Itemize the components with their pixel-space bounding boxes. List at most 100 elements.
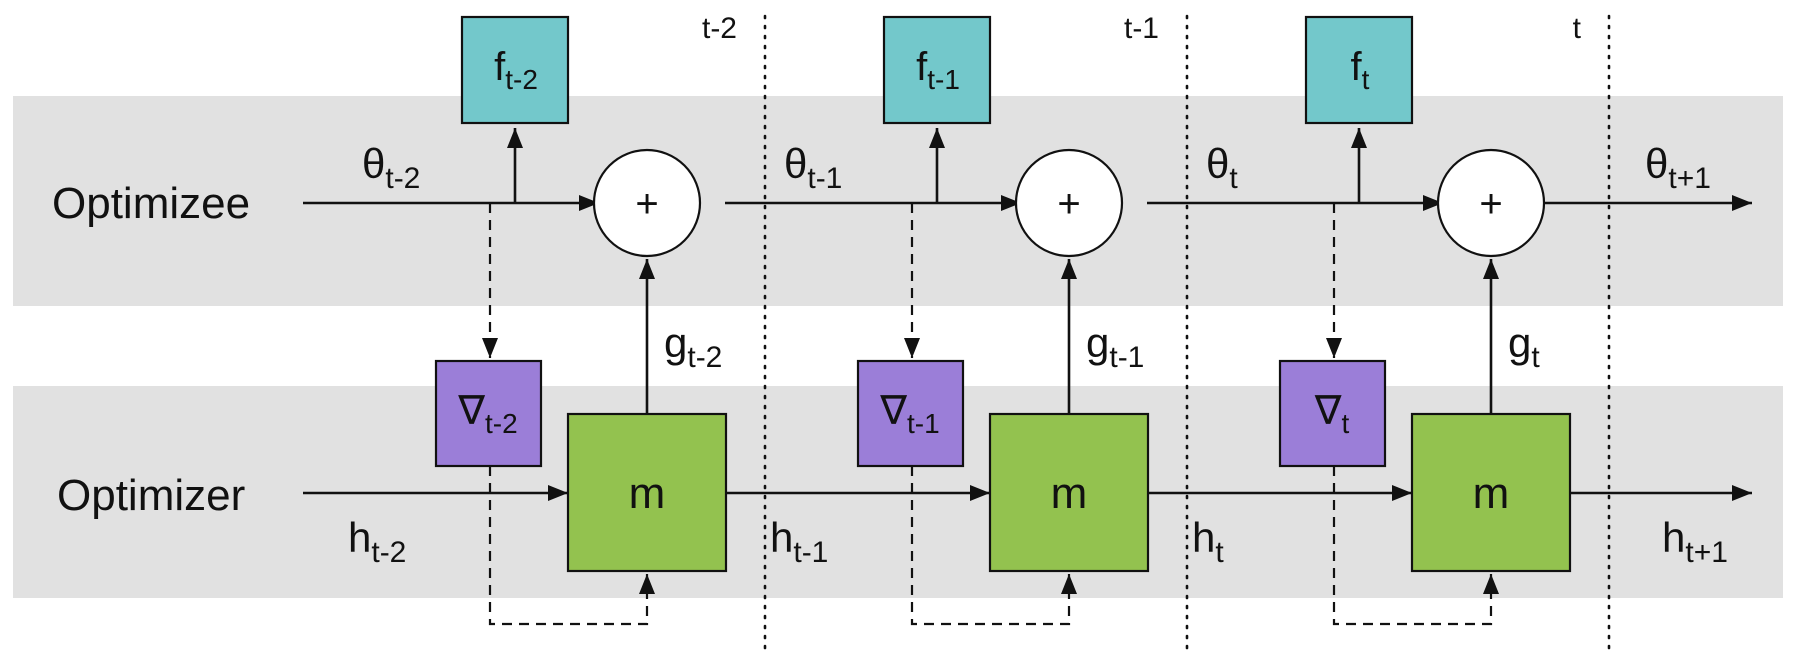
connections bbox=[303, 128, 1752, 626]
grad-feedback-dashed-line bbox=[488, 466, 649, 626]
gradient-label-sub: t-1 bbox=[907, 408, 940, 439]
optimizee-row-label: Optimizee bbox=[52, 179, 250, 228]
gradient-label: ∇t-2 bbox=[457, 389, 517, 439]
theta-out-label: θt+1 bbox=[1645, 140, 1711, 195]
gradient-label-sub: t bbox=[1341, 408, 1349, 439]
theta-out-label-base: θ bbox=[1645, 140, 1668, 187]
arrow-head bbox=[1423, 195, 1443, 211]
update-label-base: g bbox=[1508, 319, 1531, 366]
plus-symbol: + bbox=[1057, 182, 1080, 226]
optimizer-module-box bbox=[1410, 412, 1572, 573]
plus-node bbox=[1014, 148, 1124, 258]
arrow-head bbox=[639, 259, 655, 279]
step-label: t bbox=[1573, 12, 1582, 45]
theta-label: θt-2 bbox=[362, 140, 420, 195]
arrow-head bbox=[1061, 259, 1077, 279]
step-label: t-1 bbox=[1124, 12, 1159, 45]
arrow-head bbox=[1732, 485, 1752, 501]
optimizer-module-box bbox=[566, 412, 728, 573]
arrow-head bbox=[1061, 574, 1077, 594]
loss-label: ft bbox=[1351, 45, 1370, 95]
update-label-sub: t-2 bbox=[687, 341, 722, 374]
hidden-state-label-base: h bbox=[1192, 514, 1215, 561]
update-label: gt bbox=[1508, 319, 1540, 374]
theta-label: θt-1 bbox=[784, 140, 842, 195]
update-label-sub: t bbox=[1531, 341, 1540, 374]
gradient-label-base: ∇ bbox=[879, 389, 907, 433]
plus-node bbox=[592, 148, 702, 258]
arrow-head bbox=[482, 338, 498, 358]
hidden-state-label: ht-2 bbox=[348, 514, 406, 569]
gradient-label-sub: t-2 bbox=[485, 408, 518, 439]
arrow-head bbox=[1732, 195, 1752, 211]
theta-label-base: θ bbox=[362, 140, 385, 187]
arrow-head bbox=[1483, 259, 1499, 279]
theta-label-sub: t-2 bbox=[385, 162, 420, 195]
hidden-state-label: ht bbox=[1192, 514, 1224, 569]
hidden-state-label-sub: t bbox=[1215, 536, 1224, 569]
hidden-state-out-label-sub: t+1 bbox=[1685, 536, 1728, 569]
update-label: gt-2 bbox=[664, 319, 722, 374]
update-label-base: g bbox=[664, 319, 687, 366]
plus-symbol: + bbox=[1479, 182, 1502, 226]
loss-label-base: f bbox=[494, 45, 506, 89]
arrow-head bbox=[1351, 128, 1367, 148]
theta-label-sub: t-1 bbox=[807, 162, 842, 195]
update-label-base: g bbox=[1086, 319, 1109, 366]
theta-out-label-sub: t+1 bbox=[1668, 162, 1711, 195]
arrow-head bbox=[929, 128, 945, 148]
plus-symbol: + bbox=[635, 182, 658, 226]
labels: ft-2+∇t-2mθt-2ht-2gt-2t-2ft-1+∇t-1mθt-1h… bbox=[348, 12, 1728, 569]
arrow-head bbox=[639, 574, 655, 594]
loss-box bbox=[1304, 15, 1414, 125]
arrow-head bbox=[904, 338, 920, 358]
optimizer-module-label: m bbox=[629, 469, 666, 518]
gradient-label-base: ∇ bbox=[1314, 389, 1342, 433]
theta-label-sub: t bbox=[1229, 162, 1238, 195]
hidden-state-out-label: ht+1 bbox=[1662, 514, 1728, 569]
arrow-head bbox=[507, 128, 523, 148]
step-label: t-2 bbox=[702, 12, 737, 45]
theta-label-base: θ bbox=[784, 140, 807, 187]
theta-label-base: θ bbox=[1206, 140, 1229, 187]
optimizer-module-label: m bbox=[1051, 469, 1088, 518]
hidden-state-label-sub: t-1 bbox=[793, 536, 828, 569]
gradient-label: ∇t-1 bbox=[879, 389, 939, 439]
loss-label-base: f bbox=[916, 45, 928, 89]
loss-label-base: f bbox=[1351, 45, 1363, 89]
arrow-head bbox=[1392, 485, 1412, 501]
update-label-sub: t-1 bbox=[1109, 341, 1144, 374]
nodes bbox=[434, 15, 1752, 594]
arrow-head bbox=[1001, 195, 1021, 211]
loss-box bbox=[460, 15, 570, 125]
hidden-state-label-sub: t-2 bbox=[371, 536, 406, 569]
loss-label-sub: t bbox=[1362, 64, 1370, 95]
arrow-head bbox=[1483, 574, 1499, 594]
loss-label-sub: t-1 bbox=[927, 64, 960, 95]
loss-label: ft-2 bbox=[494, 45, 538, 95]
plus-node bbox=[1436, 148, 1546, 258]
gradient-label-base: ∇ bbox=[457, 389, 485, 433]
gradient-box bbox=[856, 359, 965, 468]
update-label: gt-1 bbox=[1086, 319, 1144, 374]
arrow-head bbox=[1326, 338, 1342, 358]
gradient-box bbox=[434, 359, 543, 468]
grad-feedback-dashed-line bbox=[1332, 466, 1493, 626]
hidden-state-label: ht-1 bbox=[770, 514, 828, 569]
loss-label-sub: t-2 bbox=[505, 64, 538, 95]
arrow-head bbox=[548, 485, 568, 501]
optimizer-module-box bbox=[988, 412, 1150, 573]
theta-label: θt bbox=[1206, 140, 1238, 195]
optimizer-module-label: m bbox=[1473, 469, 1510, 518]
optimizer-row-label: Optimizer bbox=[57, 471, 245, 520]
arrow-head bbox=[579, 195, 599, 211]
loss-box bbox=[882, 15, 992, 125]
gradient-box bbox=[1278, 359, 1387, 468]
grad-feedback-dashed-line bbox=[910, 466, 1071, 626]
hidden-state-label-base: h bbox=[348, 514, 371, 561]
hidden-state-label-base: h bbox=[770, 514, 793, 561]
arrow-head bbox=[970, 485, 990, 501]
gradient-label: ∇t bbox=[1314, 389, 1350, 439]
loss-label: ft-1 bbox=[916, 45, 960, 95]
